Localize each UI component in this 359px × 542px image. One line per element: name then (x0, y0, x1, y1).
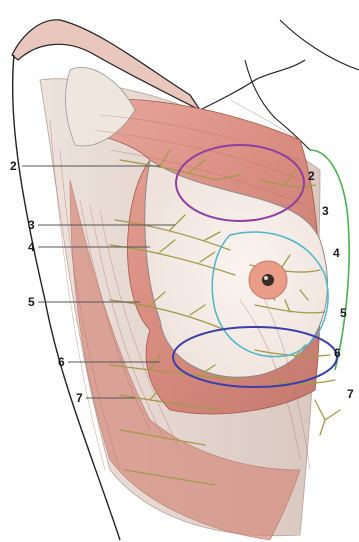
body-outline-top (200, 60, 305, 110)
label-right-4: 4 (333, 247, 340, 259)
nipple (262, 274, 274, 286)
label-right-5: 5 (340, 307, 347, 319)
label-right-6: 6 (334, 347, 341, 359)
label-left-6: 6 (58, 356, 65, 368)
label-right-2: 2 (308, 170, 315, 182)
nipple-highlight (264, 276, 268, 280)
label-left-7: 7 (76, 392, 83, 404)
label-left-5: 5 (28, 296, 35, 308)
label-right-3: 3 (322, 205, 329, 217)
label-left-3: 3 (28, 219, 35, 231)
label-right-7: 7 (347, 388, 354, 400)
shoulder-outline (280, 20, 359, 70)
label-left-4: 4 (28, 241, 35, 253)
label-left-2: 2 (10, 160, 17, 172)
